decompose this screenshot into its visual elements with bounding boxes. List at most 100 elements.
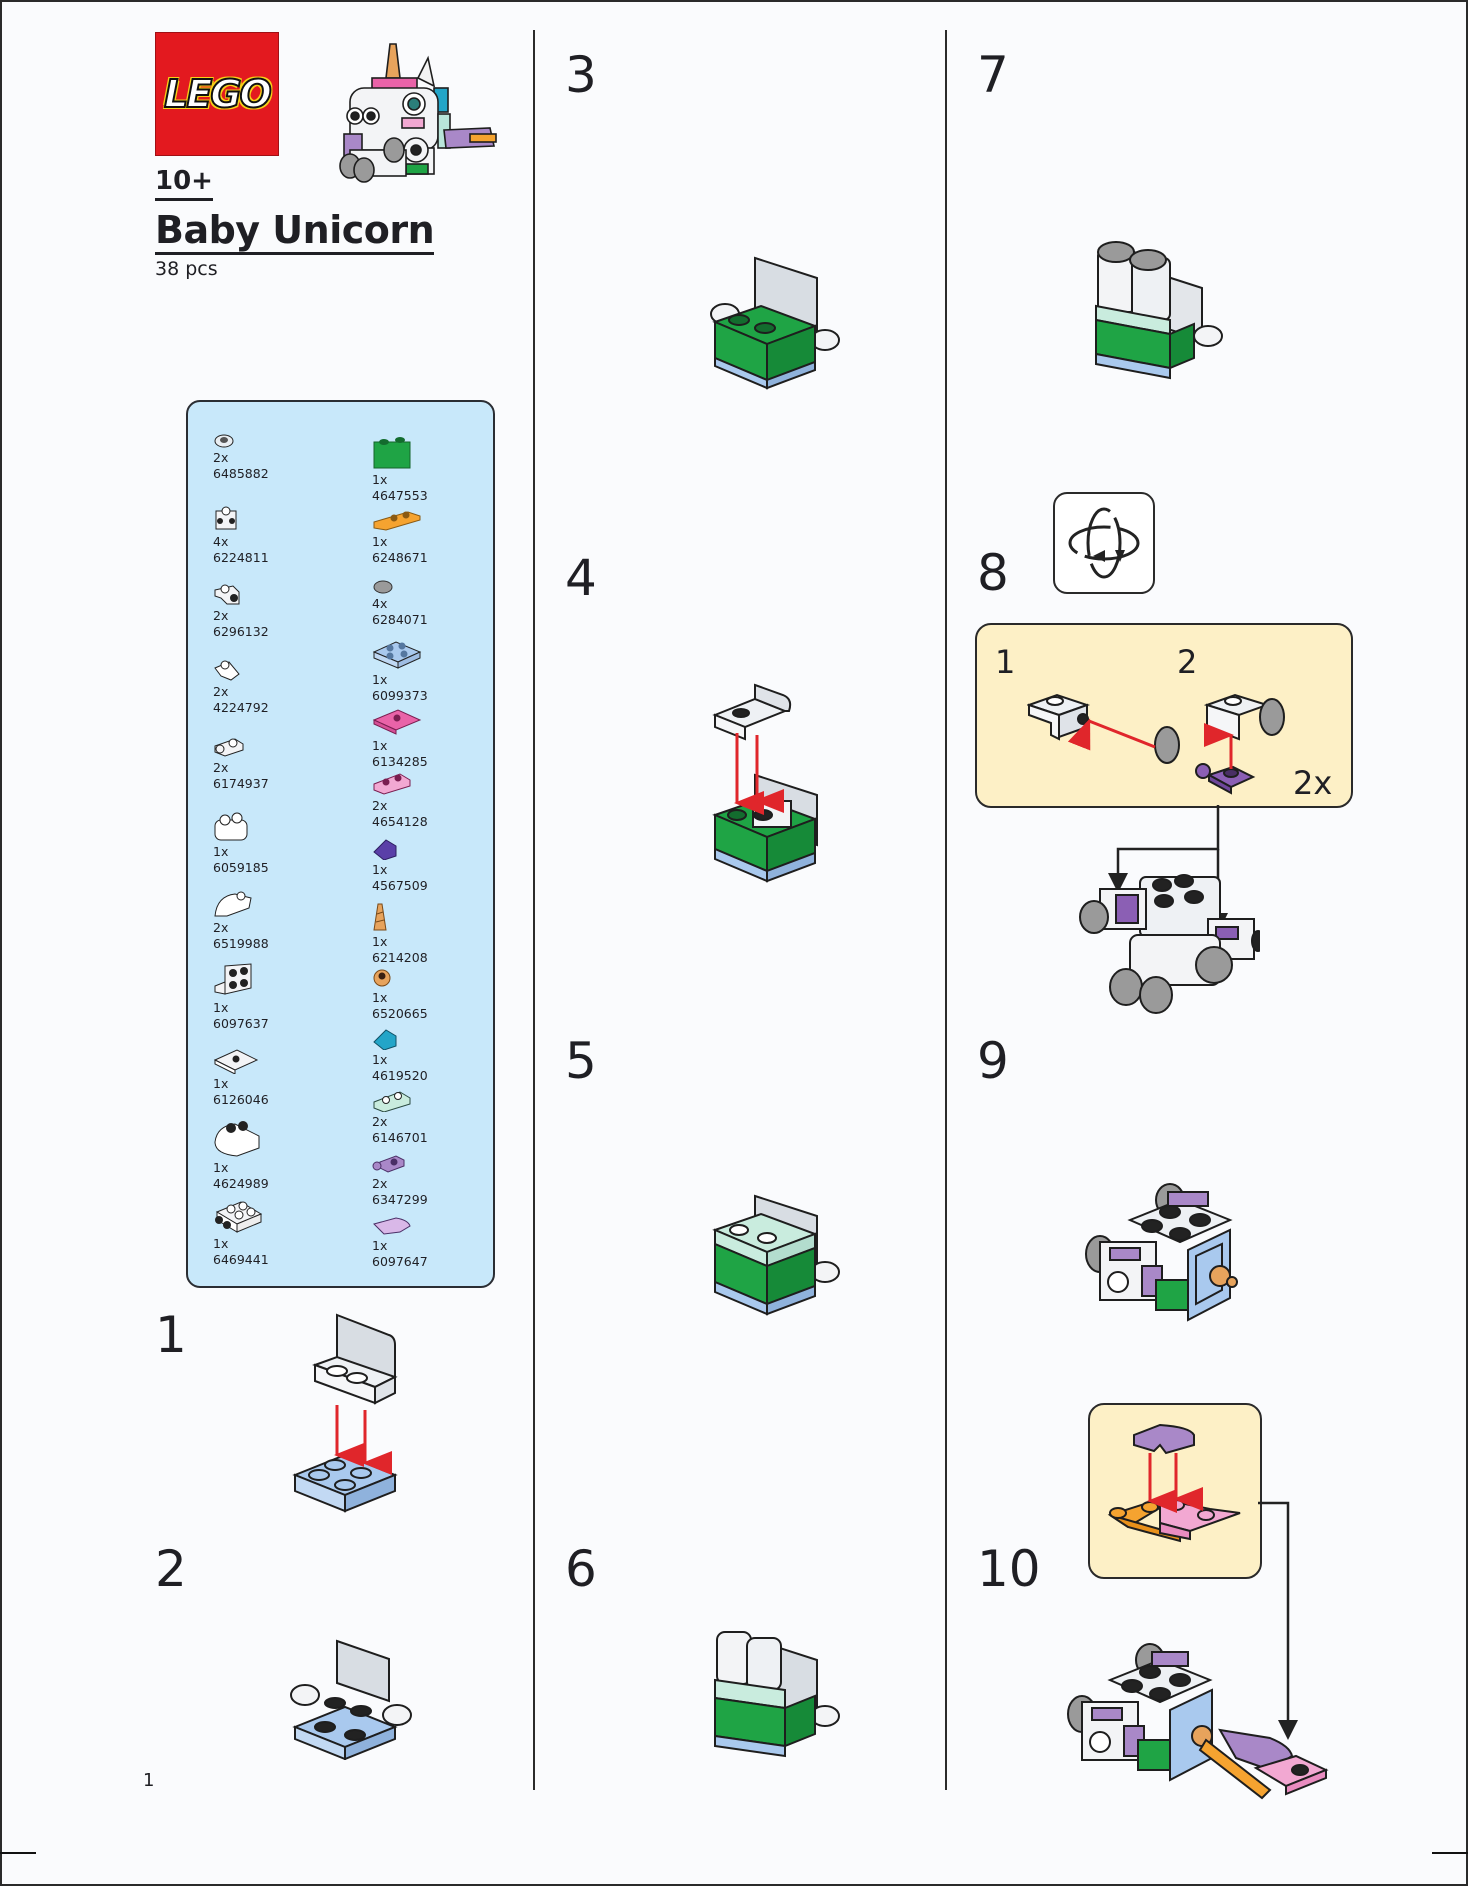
step-number: 3 bbox=[565, 46, 597, 104]
part-qty: 1x bbox=[372, 862, 388, 877]
green-brick-icon bbox=[373, 437, 411, 469]
pink-plate-icon bbox=[373, 773, 411, 795]
part-id: 4567509 bbox=[372, 878, 428, 893]
part-id: 6520665 bbox=[372, 1006, 428, 1021]
mint-plate-icon bbox=[373, 1091, 411, 1112]
curved-brick-icon bbox=[214, 1121, 260, 1157]
part-id: 6469441 bbox=[213, 1252, 269, 1267]
part-item: 2x 6174937 bbox=[213, 736, 269, 792]
bracket-icon bbox=[214, 584, 240, 605]
part-id: 6097647 bbox=[372, 1254, 428, 1269]
part-qty: 2x bbox=[213, 684, 229, 699]
part-qty: 2x bbox=[213, 920, 229, 935]
sub-assembly-callout-10 bbox=[1088, 1403, 1262, 1579]
part-id: 6214208 bbox=[372, 950, 428, 965]
part-item: 1x 6520665 bbox=[372, 968, 428, 1022]
part-id: 6126046 bbox=[213, 1092, 269, 1107]
step-number: 10 bbox=[977, 1540, 1041, 1598]
part-id: 6296132 bbox=[213, 624, 269, 639]
part-qty: 1x bbox=[372, 990, 388, 1005]
round-clip-icon bbox=[373, 969, 391, 987]
brick-studs-sides-icon bbox=[215, 506, 237, 530]
page-number: 1 bbox=[143, 1770, 155, 1791]
part-qty: 1x bbox=[372, 534, 388, 549]
part-id: 4619520 bbox=[372, 1068, 428, 1083]
part-item: 1x 6214208 bbox=[372, 902, 428, 966]
step-5-model bbox=[712, 1194, 840, 1316]
bracket-2x2-icon bbox=[214, 963, 252, 995]
crop-mark-left bbox=[0, 1852, 36, 1854]
part-item: 4x 6224811 bbox=[213, 506, 269, 566]
azure-slope-icon bbox=[373, 1029, 397, 1050]
lego-logo: LEGO bbox=[155, 32, 279, 156]
lavender-clip-icon bbox=[372, 1155, 405, 1173]
jumper-plate-icon bbox=[213, 1049, 259, 1074]
part-id: 4624989 bbox=[213, 1176, 269, 1191]
step-number: 6 bbox=[565, 1540, 597, 1598]
grey-round-tile-icon bbox=[373, 580, 393, 594]
step-1-model bbox=[292, 1313, 398, 1513]
studs-side-brick-icon bbox=[215, 1201, 263, 1233]
step-number: 9 bbox=[977, 1032, 1009, 1090]
part-item: 1x 4624989 bbox=[213, 1118, 269, 1192]
part-qty: 2x bbox=[213, 608, 229, 623]
part-item: 2x 6485882 bbox=[213, 434, 269, 482]
page-title: Baby Unicorn bbox=[155, 208, 435, 255]
part-qty: 1x bbox=[372, 1238, 388, 1253]
step-number: 1 bbox=[155, 1306, 187, 1364]
multiplier-label: 2x bbox=[1293, 764, 1333, 802]
part-qty: 1x bbox=[372, 738, 388, 753]
rotate-model-icon bbox=[1053, 492, 1155, 594]
part-id: 6174937 bbox=[213, 776, 269, 791]
part-item: 1x 6126046 bbox=[213, 1046, 269, 1108]
step-6-model bbox=[714, 1631, 840, 1758]
part-id: 6146701 bbox=[372, 1130, 428, 1145]
orange-clip-plate-icon bbox=[373, 511, 421, 531]
part-qty: 4x bbox=[372, 596, 388, 611]
part-item: 2x 6296132 bbox=[213, 582, 269, 640]
part-item: 1x 4647553 bbox=[372, 434, 428, 504]
part-id: 6097637 bbox=[213, 1016, 269, 1031]
step-number: 7 bbox=[977, 46, 1009, 104]
part-id: 6059185 bbox=[213, 860, 269, 875]
part-item: 1x 6059185 bbox=[213, 812, 269, 876]
part-item: 1x 6099373 bbox=[372, 638, 428, 704]
part-id: 6519988 bbox=[213, 936, 269, 951]
part-qty: 1x bbox=[213, 1236, 229, 1251]
age-rating: 10+ bbox=[155, 166, 213, 201]
tooth-plate-icon bbox=[214, 660, 240, 681]
part-qty: 1x bbox=[213, 1160, 229, 1175]
part-item: 1x 6469441 bbox=[213, 1198, 269, 1268]
part-id: 6224811 bbox=[213, 550, 269, 565]
crop-mark-right bbox=[1432, 1852, 1468, 1854]
part-item: 2x 6519988 bbox=[213, 888, 269, 952]
step-4-model bbox=[712, 683, 818, 883]
step-2-model bbox=[290, 1639, 412, 1760]
part-id: 6284071 bbox=[372, 612, 428, 627]
part-qty: 2x bbox=[372, 1114, 388, 1129]
part-id: 4224792 bbox=[213, 700, 269, 715]
clip-plate-icon bbox=[214, 738, 244, 757]
part-qty: 2x bbox=[213, 760, 229, 775]
purple-slope-icon bbox=[373, 839, 397, 860]
part-qty: 1x bbox=[372, 672, 388, 687]
part-item: 2x 6347299 bbox=[372, 1154, 428, 1208]
part-qty: 4x bbox=[213, 534, 229, 549]
part-qty: 1x bbox=[372, 1052, 388, 1067]
brand-label: LEGO bbox=[163, 71, 273, 117]
step-number: 8 bbox=[977, 544, 1009, 602]
step-3-model bbox=[710, 256, 840, 390]
part-qty: 2x bbox=[372, 1176, 388, 1191]
parts-list-panel: 2x 6485882 4x 6224811 2x 6296132 2x 4224… bbox=[186, 400, 495, 1288]
column-divider-1 bbox=[533, 30, 535, 1790]
part-item: 4x 6284071 bbox=[372, 580, 428, 628]
part-item: 1x 6248671 bbox=[372, 510, 428, 566]
part-item: 2x 4654128 bbox=[372, 772, 428, 830]
part-qty: 2x bbox=[213, 450, 229, 465]
part-id: 4654128 bbox=[372, 814, 428, 829]
sub-step-number: 2 bbox=[1177, 643, 1198, 681]
part-qty: 2x bbox=[372, 798, 388, 813]
step-number: 4 bbox=[565, 549, 597, 607]
part-qty: 1x bbox=[213, 844, 229, 859]
step-10-model bbox=[1067, 1501, 1329, 1800]
